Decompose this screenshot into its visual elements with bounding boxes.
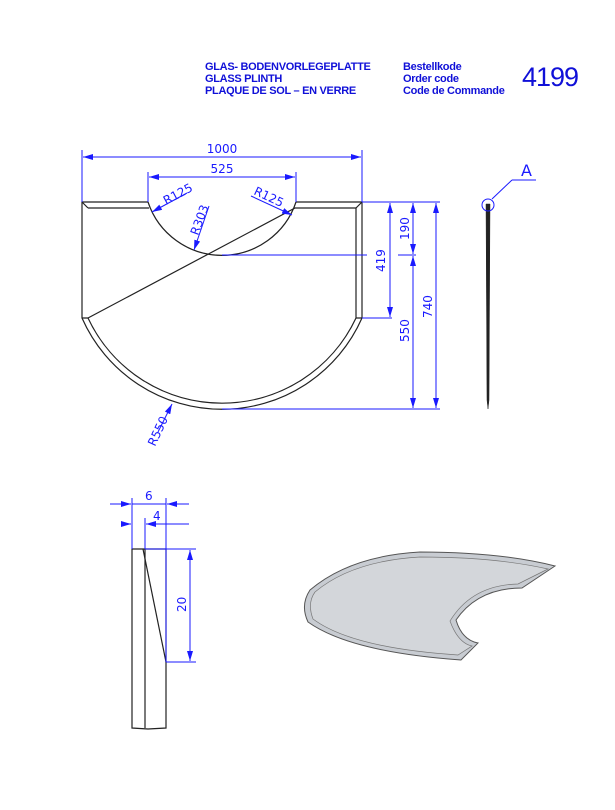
dim-190: 190 xyxy=(398,217,412,240)
title-de: GLAS- BODENVORLEGEPLATTE xyxy=(205,61,371,73)
side-view: A xyxy=(481,161,536,410)
dim-edge: 4 xyxy=(153,509,161,523)
title-fr: PLAQUE DE SOL – EN VERRE xyxy=(205,85,356,97)
dim-419: 419 xyxy=(374,249,388,272)
order-label-en: Order code xyxy=(403,73,459,85)
isometric-view xyxy=(304,551,557,661)
order-label-de: Bestellkode xyxy=(403,61,462,73)
detail-label: A xyxy=(521,161,532,180)
section-detail: 6 4 20 xyxy=(110,489,196,730)
plan-dimensions: 1000 525 R125 R125 R303 419 190 550 740 xyxy=(81,142,440,448)
dim-bevel-height: 20 xyxy=(175,597,189,612)
detail-a-circle xyxy=(481,198,495,212)
plate-bevel-outline xyxy=(87,207,357,404)
plan-view xyxy=(81,201,363,410)
dim-notch-width: 525 xyxy=(211,162,234,176)
dim-740: 740 xyxy=(421,295,435,318)
dim-r-outer: R550 xyxy=(145,414,171,448)
dim-r-notch: R303 xyxy=(188,203,212,237)
dim-r-right: R125 xyxy=(252,184,286,210)
product-title: GLAS- BODENVORLEGEPLATTE GLASS PLINTH PL… xyxy=(205,61,371,97)
dim-thickness: 6 xyxy=(145,489,153,503)
order-code-labels: Bestellkode Order code Code de Commande xyxy=(403,61,505,97)
title-en: GLASS PLINTH xyxy=(205,73,283,85)
dim-r-left: R125 xyxy=(161,181,195,208)
plate-outer-outline xyxy=(81,201,363,410)
order-label-fr: Code de Commande xyxy=(403,85,505,97)
dim-550: 550 xyxy=(398,319,412,342)
dim-width: 1000 xyxy=(207,142,238,156)
order-code: 4199 xyxy=(522,62,579,92)
